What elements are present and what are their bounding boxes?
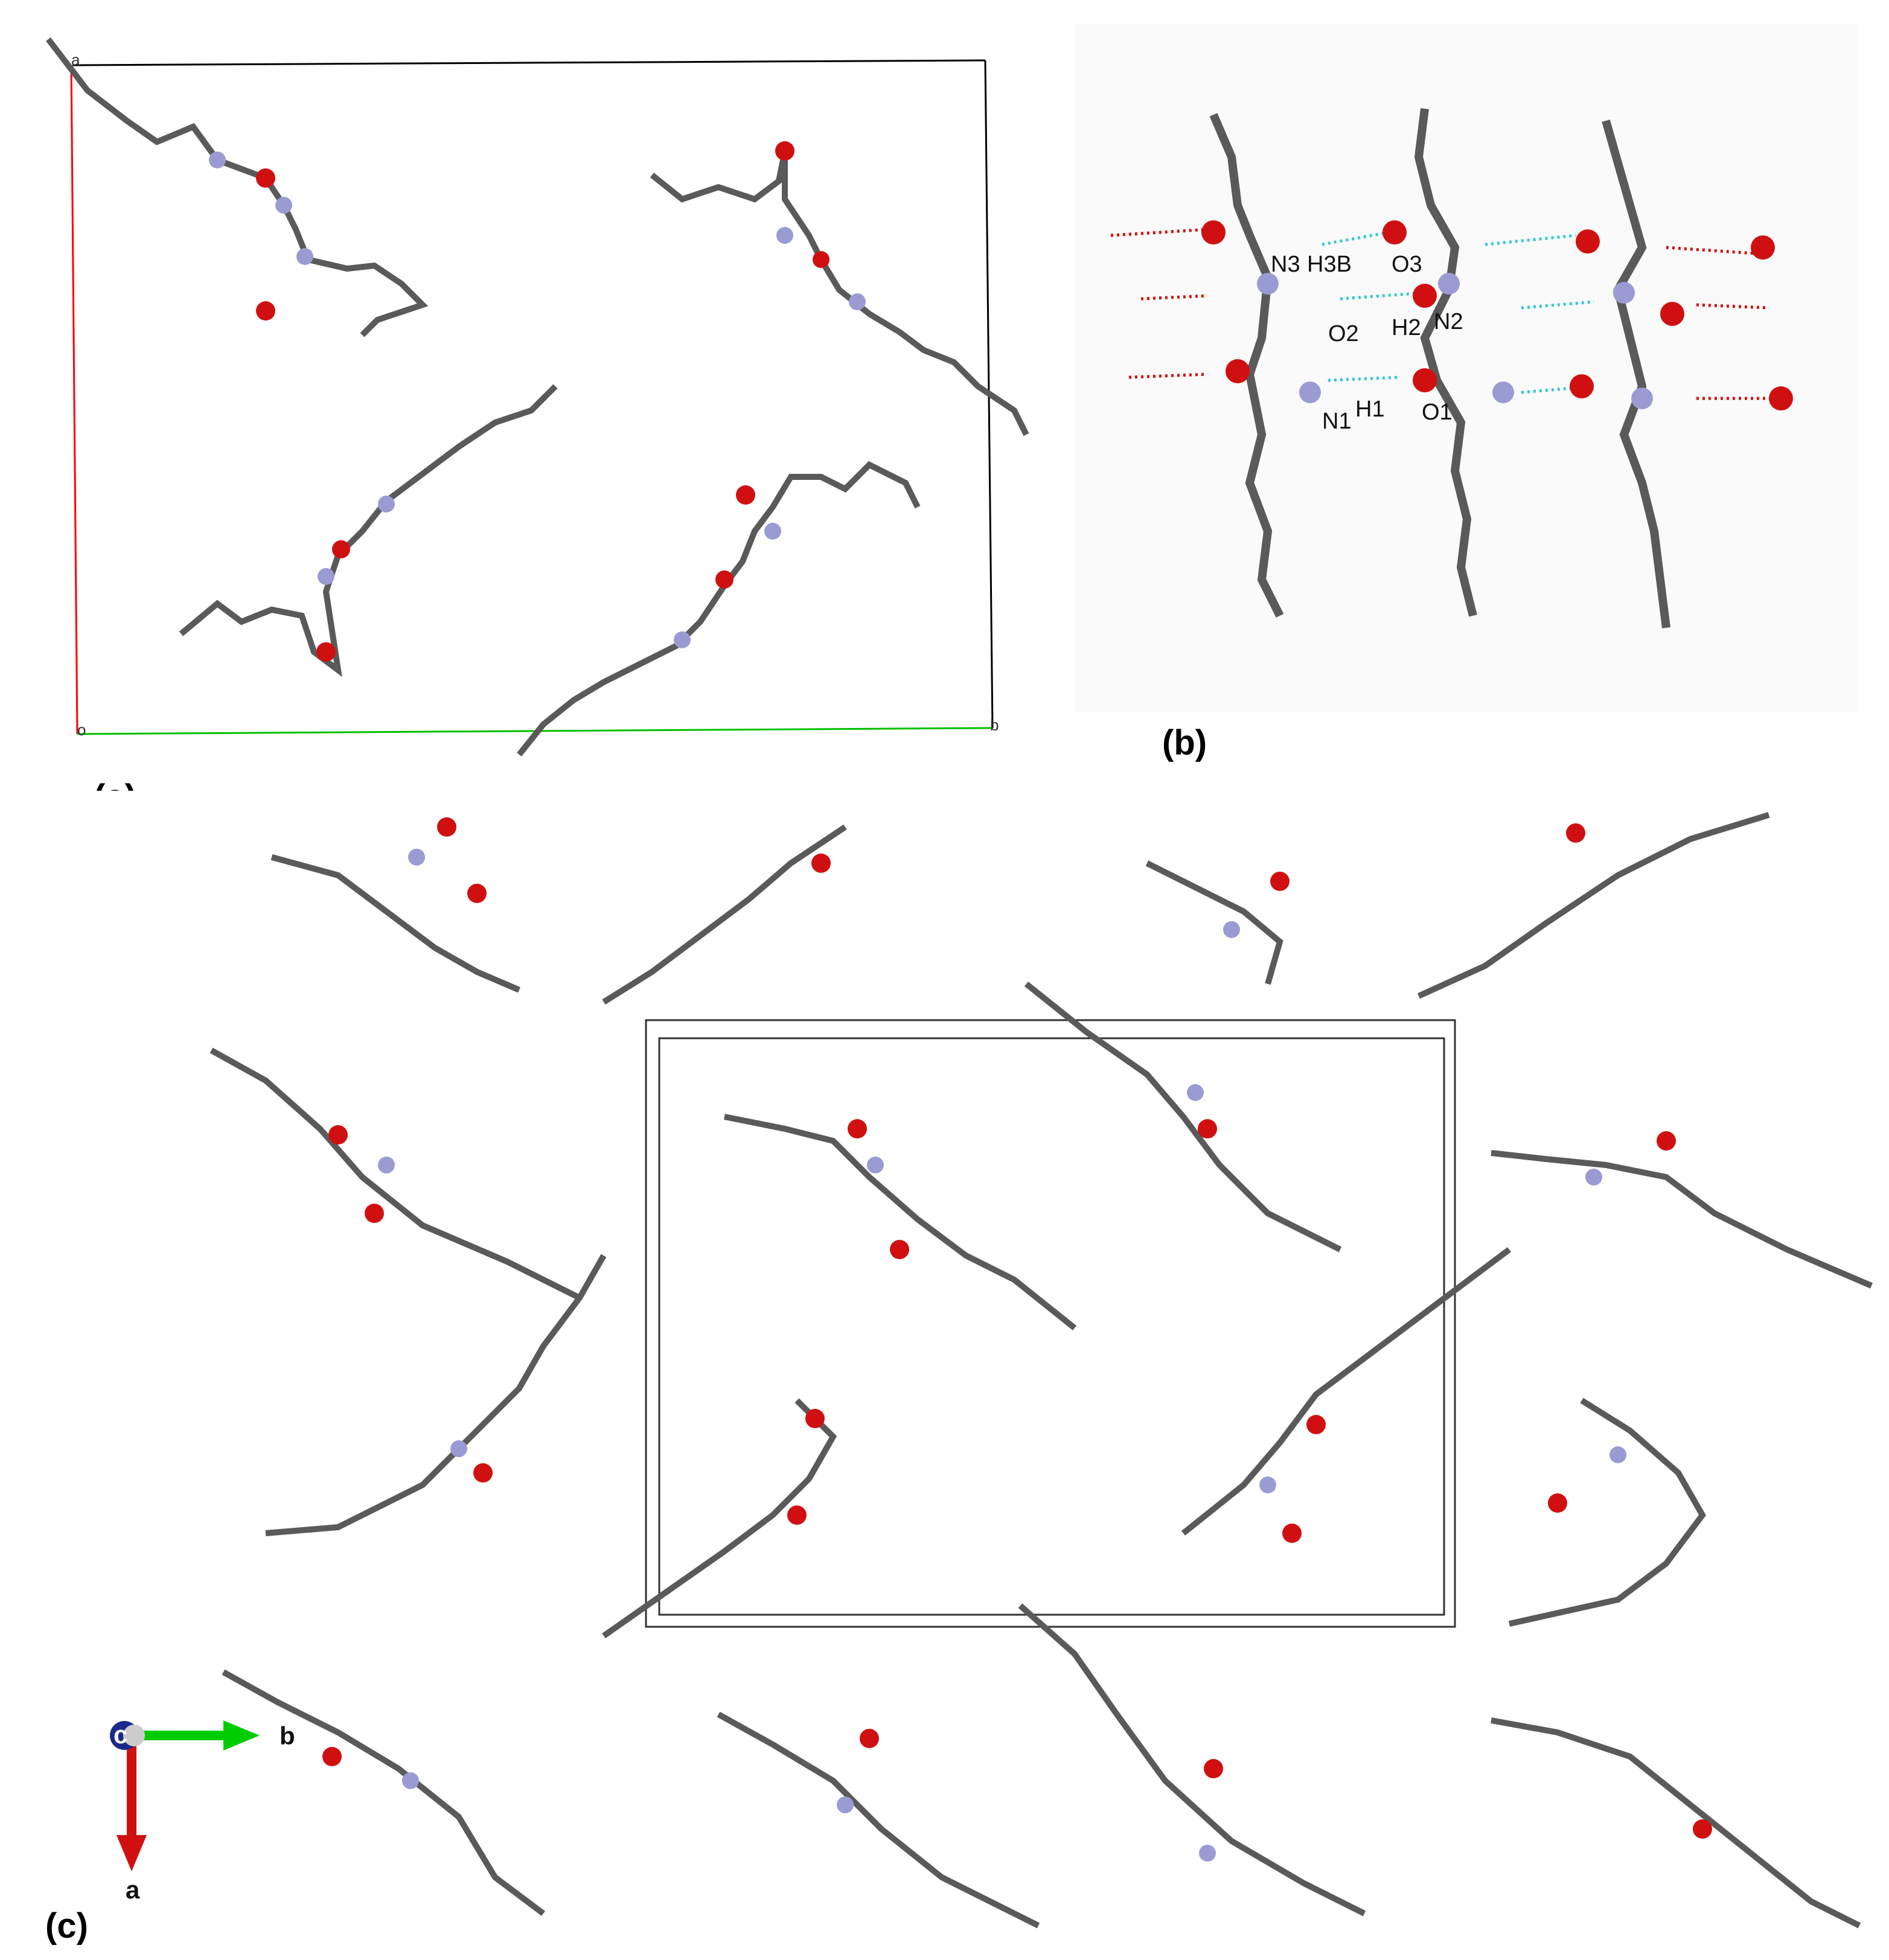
axis-triad: c b a bbox=[110, 1720, 295, 1904]
molecule-a3 bbox=[179, 384, 558, 677]
molecule-stacks bbox=[209, 812, 1873, 1929]
cell-corner-a-label: a bbox=[71, 51, 80, 69]
column-right bbox=[1570, 120, 1793, 628]
panel-c-packing-view: c b a (c) bbox=[0, 791, 1889, 1960]
panel-b-label: (b) bbox=[1162, 723, 1207, 762]
axis-c-label: c bbox=[113, 1720, 127, 1749]
atom-label-h3b: H3B bbox=[1307, 252, 1352, 277]
panel-c-label: (c) bbox=[45, 1906, 88, 1946]
molecule-a2 bbox=[650, 141, 1029, 436]
panel-c-drawing: c b a (c) bbox=[45, 812, 1873, 1946]
atom-label-n1: N1 bbox=[1322, 409, 1352, 434]
atom-label-o1: O1 bbox=[1422, 400, 1453, 425]
atom-label-h2: H2 bbox=[1392, 315, 1421, 340]
oxygen-atoms bbox=[322, 817, 1712, 1839]
cell-corner-origin-label: o bbox=[77, 721, 86, 739]
cell-outline-outer bbox=[645, 1019, 1456, 1628]
column-left bbox=[1201, 113, 1321, 618]
cell-corner-b-label: b bbox=[990, 716, 999, 734]
axis-a-arrowhead bbox=[117, 1835, 147, 1871]
atom-label-n2: N2 bbox=[1434, 309, 1463, 334]
panel-a-drawing: a o b bbox=[46, 37, 1029, 791]
panel-a-unit-cell-view: a o b bbox=[0, 0, 1063, 791]
atom-label-n3: N3 bbox=[1271, 252, 1300, 277]
axis-a-label: a bbox=[126, 1875, 140, 1904]
molecule-a1 bbox=[46, 37, 429, 337]
axis-origin-sphere bbox=[123, 1725, 145, 1746]
panel-b-hbond-ladder: N3 H3B O3 O2 H2 N2 N1 H1 O1 (b) bbox=[1063, 0, 1889, 791]
panel-a-label: (a) bbox=[94, 777, 136, 791]
axis-b-label: b bbox=[280, 1722, 295, 1750]
column-middle bbox=[1382, 108, 1514, 617]
cell-outline-inner bbox=[658, 1037, 1445, 1616]
molecule-a4 bbox=[517, 461, 921, 757]
cell-edge-top bbox=[72, 59, 986, 66]
atom-label-h1: H1 bbox=[1355, 397, 1385, 422]
atom-label-o2: O2 bbox=[1328, 321, 1359, 346]
atom-label-o3: O3 bbox=[1392, 252, 1422, 277]
axis-b-arrowhead bbox=[223, 1720, 260, 1751]
panel-b-background bbox=[1075, 24, 1859, 712]
panel-b-drawing: N3 H3B O3 O2 H2 N2 N1 H1 O1 (b) bbox=[1075, 24, 1859, 762]
cell-a-axis bbox=[70, 65, 78, 735]
nitrogen-atoms bbox=[378, 849, 1626, 1862]
